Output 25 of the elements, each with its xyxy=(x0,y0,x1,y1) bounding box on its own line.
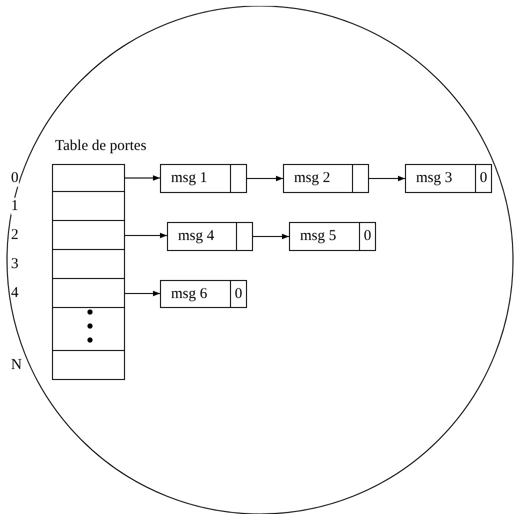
row-index: 0 xyxy=(11,170,18,186)
message-label: msg 4 xyxy=(177,227,216,246)
null-pointer: 0 xyxy=(234,286,242,302)
message-box xyxy=(283,164,369,193)
arrow xyxy=(368,176,406,182)
message-label: msg 5 xyxy=(299,227,338,246)
table-row xyxy=(52,308,125,351)
message-box xyxy=(289,222,376,251)
message-label: msg 6 xyxy=(170,284,208,304)
null-pointer: 0 xyxy=(364,228,372,245)
null-pointer: 0 xyxy=(480,170,488,187)
arrow xyxy=(124,175,160,181)
row-index: 1 xyxy=(11,198,18,214)
table-title: Table de portes xyxy=(55,138,146,155)
arrow xyxy=(124,232,168,238)
message-label: msg 3 xyxy=(415,169,454,188)
arrow xyxy=(252,234,290,240)
message-box xyxy=(167,222,253,251)
arrow xyxy=(246,176,284,182)
message-label: msg 1 xyxy=(170,169,208,188)
message-label: msg 2 xyxy=(293,169,332,188)
arrow xyxy=(124,290,160,296)
message-box xyxy=(160,164,247,193)
message-box xyxy=(405,164,492,193)
message-box xyxy=(160,280,247,308)
